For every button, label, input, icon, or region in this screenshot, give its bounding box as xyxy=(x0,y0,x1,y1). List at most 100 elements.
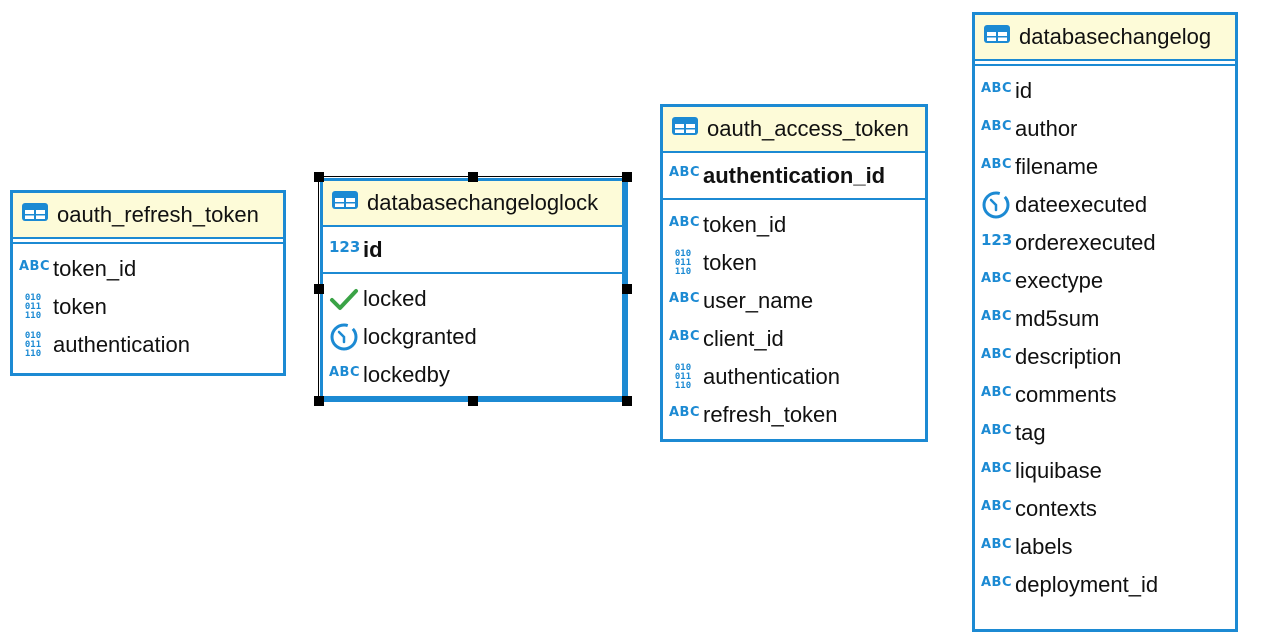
numeric-type-icon: 123 xyxy=(981,231,1013,249)
column-name: lockgranted xyxy=(363,324,477,349)
column-row[interactable]: ABC token_id xyxy=(663,206,925,244)
table-oauth-access-token[interactable]: oauth_access_token ABC authentication_id… xyxy=(660,104,928,442)
text-type-icon: ABC xyxy=(981,536,1013,552)
column-row[interactable]: ABC tag xyxy=(975,414,1235,452)
table-databasechangeloglock[interactable]: databasechangeloglock 123 id locked lock… xyxy=(320,178,628,402)
primary-key-row[interactable]: ABC authentication_id xyxy=(663,153,925,200)
text-type-icon: ABC xyxy=(669,165,701,180)
text-type-icon: ABC xyxy=(981,118,1013,134)
column-row[interactable]: ABC id xyxy=(975,72,1235,110)
column-row[interactable]: dateexecuted xyxy=(975,186,1235,224)
column-name: token_id xyxy=(703,212,787,237)
primary-key-row[interactable]: 123 id xyxy=(323,227,622,274)
column-name: filename xyxy=(1015,154,1099,179)
column-name: comments xyxy=(1015,382,1117,407)
column-name: orderexecuted xyxy=(1015,230,1156,255)
column-name: md5sum xyxy=(1015,306,1100,331)
column-name: liquibase xyxy=(1015,458,1102,483)
column-row[interactable]: 123 orderexecuted xyxy=(975,224,1235,262)
text-type-icon: ABC xyxy=(19,258,51,274)
column-row[interactable]: ABC exectype xyxy=(975,262,1235,300)
table-header[interactable]: oauth_access_token xyxy=(663,107,925,153)
text-type-icon: ABC xyxy=(669,328,701,344)
datetime-type-icon xyxy=(981,190,1015,220)
resize-handle[interactable] xyxy=(314,172,324,182)
column-name: exectype xyxy=(1015,268,1104,293)
column-name: id xyxy=(363,236,383,262)
table-icon xyxy=(21,202,49,228)
column-row[interactable]: lockgranted xyxy=(323,318,622,356)
column-name: deployment_id xyxy=(1015,572,1159,597)
datetime-type-icon xyxy=(329,322,363,352)
resize-handle[interactable] xyxy=(622,172,632,182)
column-row[interactable]: ABC refresh_token xyxy=(663,396,925,434)
table-icon xyxy=(671,116,699,142)
column-divider xyxy=(975,61,1235,66)
table-name: databasechangelog xyxy=(1019,24,1212,49)
numeric-type-icon: 123 xyxy=(329,237,361,256)
column-name: contexts xyxy=(1015,496,1097,521)
column-row[interactable]: ABC liquibase xyxy=(975,452,1235,490)
column-row[interactable]: ABC md5sum xyxy=(975,300,1235,338)
text-type-icon: ABC xyxy=(669,290,701,306)
resize-handle[interactable] xyxy=(622,396,632,406)
column-name: client_id xyxy=(703,326,784,351)
table-name: oauth_refresh_token xyxy=(57,202,259,227)
text-type-icon: ABC xyxy=(981,422,1013,438)
text-type-icon: ABC xyxy=(981,460,1013,476)
column-name: authentication_id xyxy=(703,162,886,188)
column-name: refresh_token xyxy=(703,402,838,427)
resize-handle[interactable] xyxy=(314,396,324,406)
column-row[interactable]: ABC labels xyxy=(975,528,1235,566)
column-row[interactable]: ABC author xyxy=(975,110,1235,148)
column-row[interactable]: ABC user_name xyxy=(663,282,925,320)
table-header[interactable]: databasechangeloglock xyxy=(323,181,622,227)
column-row[interactable]: ABC description xyxy=(975,338,1235,376)
text-type-icon: ABC xyxy=(981,498,1013,514)
table-header[interactable]: databasechangelog xyxy=(975,15,1235,61)
text-type-icon: ABC xyxy=(981,156,1013,172)
boolean-type-icon xyxy=(329,287,363,311)
text-type-icon: ABC xyxy=(669,404,701,420)
column-row[interactable]: ABC lockedby xyxy=(323,356,622,394)
column-name: token_id xyxy=(53,256,137,281)
resize-handle[interactable] xyxy=(468,396,478,406)
column-name: user_name xyxy=(703,288,814,313)
text-type-icon: ABC xyxy=(669,214,701,230)
text-type-icon: ABC xyxy=(981,80,1013,96)
column-name: locked xyxy=(363,286,427,311)
resize-handle[interactable] xyxy=(622,284,632,294)
column-row[interactable]: ABC deployment_id xyxy=(975,566,1235,604)
column-name: authentication xyxy=(703,364,840,389)
table-header[interactable]: oauth_refresh_token xyxy=(13,193,283,239)
column-row[interactable]: locked xyxy=(323,280,622,318)
text-type-icon: ABC xyxy=(981,346,1013,362)
column-row[interactable]: ABC filename xyxy=(975,148,1235,186)
column-name: dateexecuted xyxy=(1015,192,1148,217)
column-row[interactable]: ABC client_id xyxy=(663,320,925,358)
text-type-icon: ABC xyxy=(981,574,1013,590)
resize-handle[interactable] xyxy=(314,284,324,294)
column-name: lockedby xyxy=(363,362,450,387)
column-row[interactable]: ABC token_id xyxy=(13,250,283,288)
table-databasechangelog[interactable]: databasechangelog ABC id ABC author ABC … xyxy=(972,12,1238,632)
column-name: author xyxy=(1015,116,1078,141)
text-type-icon: ABC xyxy=(981,308,1013,324)
resize-handle[interactable] xyxy=(468,172,478,182)
column-divider xyxy=(13,239,283,244)
table-icon xyxy=(983,24,1011,50)
column-row[interactable]: ABC comments xyxy=(975,376,1235,414)
column-row[interactable]: ABC contexts xyxy=(975,490,1235,528)
column-name: tag xyxy=(1015,420,1046,445)
column-name: id xyxy=(1015,78,1033,103)
text-type-icon: ABC xyxy=(329,364,361,380)
text-type-icon: ABC xyxy=(981,384,1013,400)
